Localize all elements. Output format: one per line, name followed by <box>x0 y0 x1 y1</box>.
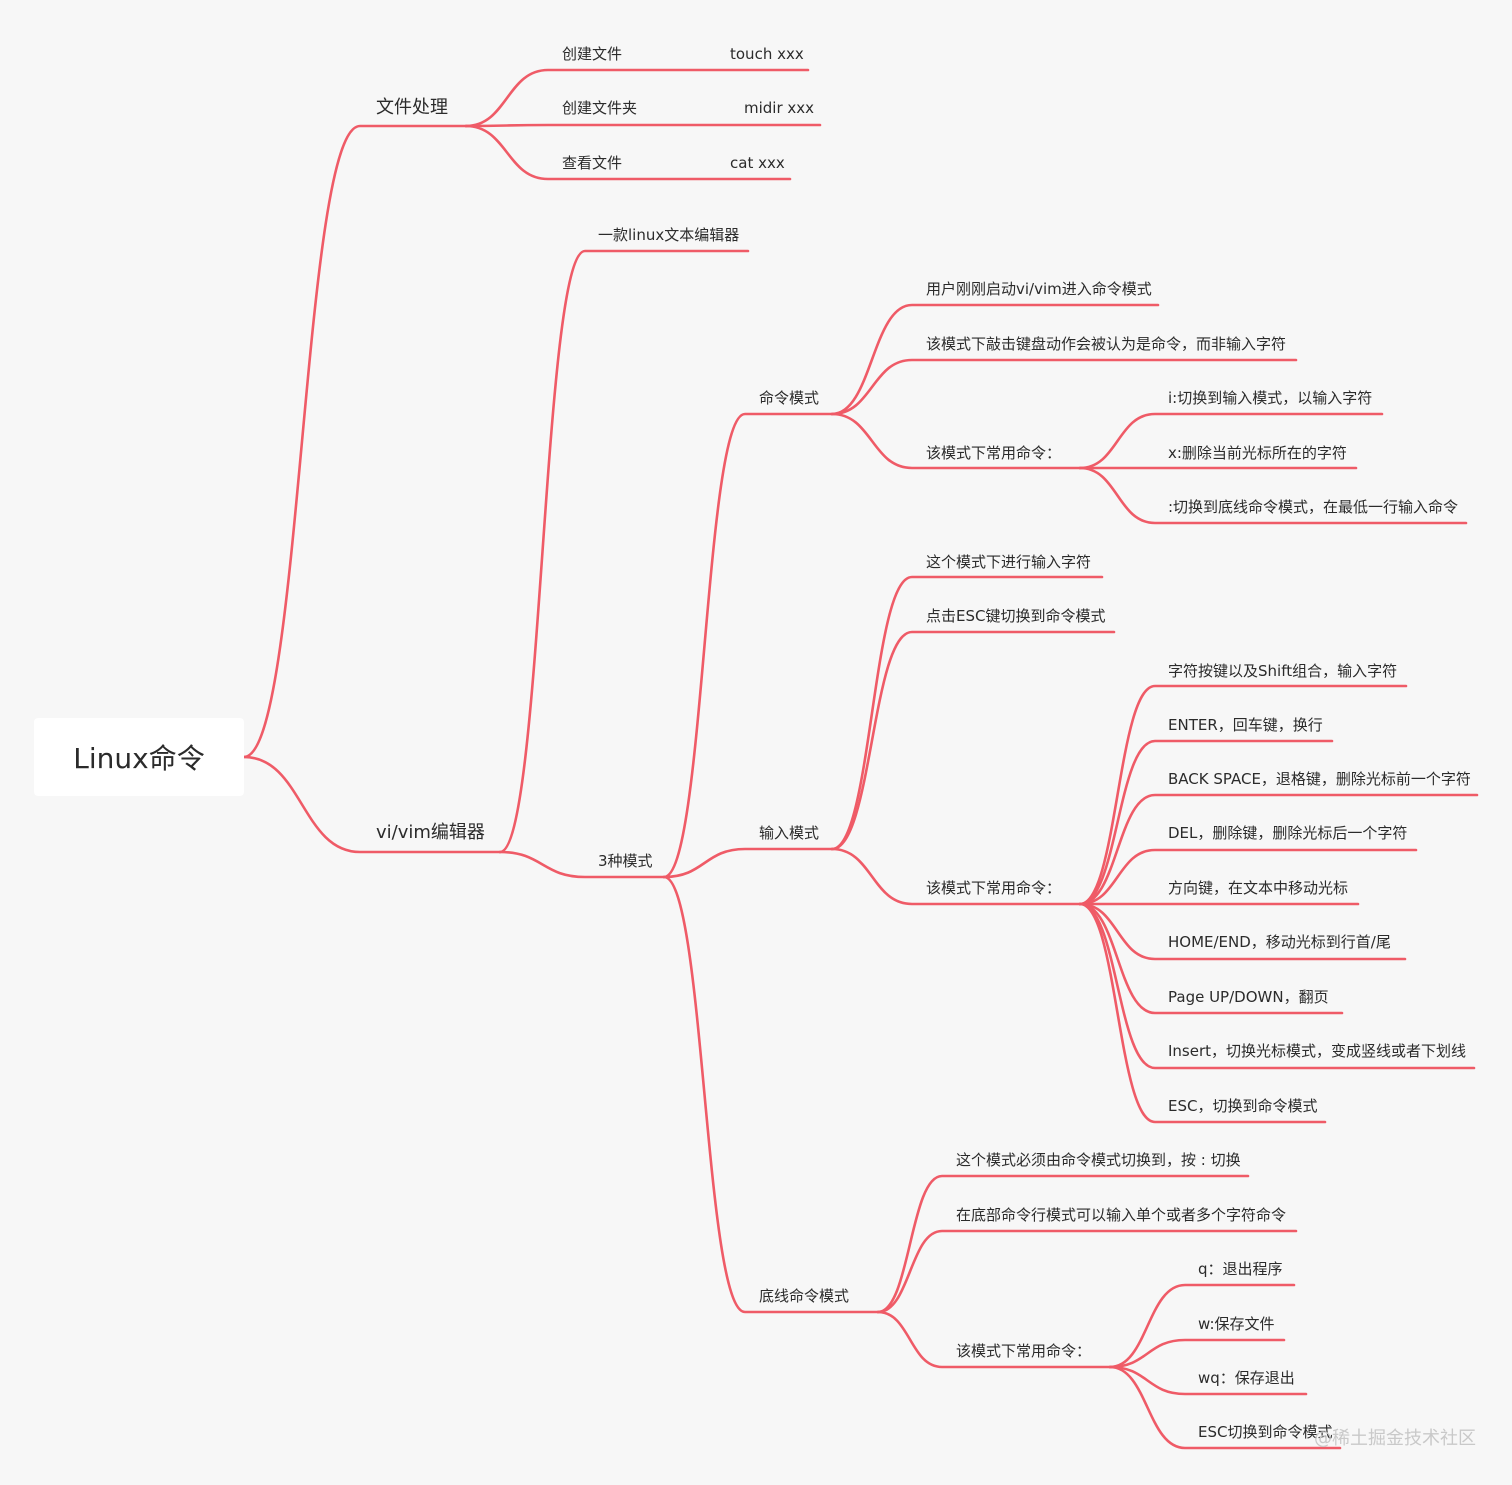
branch-connector <box>830 575 1104 851</box>
insert-mode-command: ENTER，回车键，换行 <box>1168 716 1323 734</box>
branch-connector <box>464 68 810 128</box>
branch-connector <box>662 875 880 1314</box>
vim-description-node: 一款linux文本编辑器 <box>598 226 739 244</box>
file-item-label: 创建文件夹 <box>562 99 637 117</box>
lastline-mode-common-node: 该模式下常用命令： <box>956 1342 1091 1360</box>
lastline-mode-command: wq：保存退出 <box>1198 1369 1295 1387</box>
command-mode-command: x:删除当前光标所在的字符 <box>1168 444 1347 462</box>
file-item-command: midir xxx <box>744 99 814 117</box>
branch-connector <box>242 124 468 759</box>
command-mode-note: 该模式下敲击键盘动作会被认为是命令，而非输入字符 <box>926 335 1286 353</box>
branch-connector <box>242 755 502 854</box>
insert-mode-command: Insert，切换光标模式，变成竖线或者下划线 <box>1168 1042 1466 1060</box>
branch-connector <box>1078 466 1468 525</box>
branch-connector <box>830 630 1116 851</box>
root-node-label: Linux命令 <box>73 742 204 775</box>
branch-connector <box>1078 412 1384 470</box>
insert-mode-note: 点击ESC键切换到命令模式 <box>926 607 1105 625</box>
lastline-mode-node: 底线命令模式 <box>759 1287 849 1305</box>
branch-connector <box>662 847 834 879</box>
branch-connector <box>1078 684 1408 906</box>
branch-connector <box>498 850 666 879</box>
branch-connector <box>830 303 1160 416</box>
branch-connector <box>876 1310 1112 1369</box>
insert-mode-command: DEL，删除键，删除光标后一个字符 <box>1168 824 1407 842</box>
branch-connector <box>830 358 1298 416</box>
insert-mode-command: 方向键，在文本中移动光标 <box>1168 879 1348 897</box>
modes-node: 3种模式 <box>598 852 653 870</box>
branch-connector <box>830 412 1082 470</box>
branch-connector <box>1078 848 1418 906</box>
lastline-mode-command: w:保存文件 <box>1198 1315 1275 1333</box>
command-mode-command: :切换到底线命令模式，在最低一行输入命令 <box>1168 498 1458 516</box>
root-node-box <box>34 718 244 796</box>
branch-connector <box>876 1174 1250 1314</box>
command-mode-common-node: 该模式下常用命令： <box>926 444 1061 462</box>
command-mode-note: 用户刚刚启动vi/vim进入命令模式 <box>926 280 1152 298</box>
branch-connector <box>498 249 750 854</box>
insert-mode-node: 输入模式 <box>759 824 819 842</box>
branch-connector <box>876 1229 1298 1314</box>
insert-mode-common-node: 该模式下常用命令： <box>926 879 1061 897</box>
branch-connector <box>464 123 822 128</box>
insert-mode-command: ESC，切换到命令模式 <box>1168 1097 1317 1115</box>
lastline-mode-note: 这个模式必须由命令模式切换到，按 : 切换 <box>956 1151 1241 1169</box>
vim-editor-node: vi/vim编辑器 <box>376 822 485 843</box>
branch-lines <box>242 68 1479 1450</box>
command-mode-command: i:切换到输入模式，以输入字符 <box>1168 389 1372 407</box>
branch-connector <box>1108 1338 1286 1369</box>
lastline-mode-command: q：退出程序 <box>1198 1260 1283 1278</box>
file-item-command: touch xxx <box>730 45 804 63</box>
branch-connector <box>1078 902 1407 961</box>
file-item-command: cat xxx <box>730 154 785 172</box>
branch-connector <box>1078 902 1344 1015</box>
insert-mode-command: 字符按键以及Shift组合，输入字符 <box>1168 662 1397 680</box>
insert-mode-command: Page UP/DOWN，翻页 <box>1168 988 1329 1006</box>
branch-connector <box>1108 1365 1308 1396</box>
insert-mode-command: HOME/END，移动光标到行首/尾 <box>1168 933 1391 951</box>
insert-mode-command: BACK SPACE，退格键，删除光标前一个字符 <box>1168 770 1471 788</box>
branch-connector <box>1078 739 1334 906</box>
file-item-label: 查看文件 <box>562 154 622 172</box>
branch-connector <box>1078 793 1479 906</box>
branch-connector <box>830 847 1082 906</box>
branch-connector <box>1108 1283 1296 1369</box>
lastline-mode-command: ESC切换到命令模式 <box>1198 1423 1332 1441</box>
watermark: @稀土掘金技术社区 <box>1314 1428 1476 1449</box>
file-item-label: 创建文件 <box>562 45 622 63</box>
branch-connector <box>1078 902 1327 1124</box>
branch-connector <box>662 412 834 879</box>
branch-connector <box>1078 902 1476 1070</box>
insert-mode-note: 这个模式下进行输入字符 <box>926 553 1091 571</box>
lastline-mode-note: 在底部命令行模式可以输入单个或者多个字符命令 <box>956 1206 1286 1224</box>
file-handling-node: 文件处理 <box>376 97 448 118</box>
command-mode-node: 命令模式 <box>759 389 819 407</box>
branch-connector <box>464 124 792 181</box>
branch-connector <box>1108 1365 1342 1450</box>
